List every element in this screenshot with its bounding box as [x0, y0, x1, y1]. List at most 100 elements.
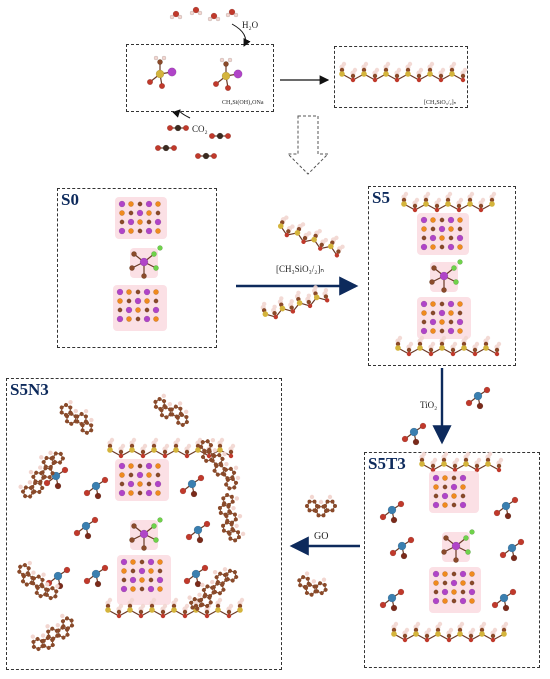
carbon-atom [330, 499, 335, 504]
hydrogen-atom [140, 603, 146, 609]
carbon-atom [428, 347, 434, 353]
hydrogen-atom [498, 457, 504, 463]
calcium-ion [469, 529, 475, 535]
phosphorus-atom [448, 226, 454, 232]
carbon-atom [225, 493, 230, 498]
carbon-atom [200, 602, 205, 607]
go-additive-2 [297, 571, 328, 597]
oxygen-site-atom [128, 472, 134, 478]
s5n3-upper-lattice-glow [115, 459, 169, 501]
hydrogen-atom [396, 67, 402, 73]
hydrogen-atom [212, 569, 218, 575]
oxygen-atom [324, 298, 330, 303]
oxygen-atom [428, 351, 434, 357]
carbon-atom [221, 523, 226, 528]
carbon-atom [221, 587, 226, 592]
carbon-atom [75, 414, 80, 419]
additive-chain-2 [260, 285, 330, 320]
frame-silanolate-reaction [126, 44, 274, 112]
oxygen-site-atom [137, 201, 143, 207]
panel-label-s5: S5 [372, 188, 390, 207]
carbon-atom [208, 600, 213, 605]
water-hydrogen-atom [177, 14, 183, 20]
oxygen-site-atom [137, 463, 143, 469]
oxygen-atom [402, 637, 408, 643]
ca-site-atom [147, 558, 155, 566]
carbon-atom [210, 458, 215, 463]
oxygen-atom [116, 613, 122, 619]
oxygen-atom [160, 613, 166, 619]
oxygen-atom [158, 82, 165, 89]
hydrogen-atom [492, 627, 498, 633]
ti-left-1 [387, 505, 397, 515]
carbon-atom [406, 347, 412, 353]
ca-site-atom [127, 480, 135, 488]
carbon-atom [361, 67, 367, 73]
hydrogen-atom [240, 531, 246, 537]
carbon-atom [394, 73, 400, 79]
oxygen-site-atom [146, 481, 152, 487]
hydrogen-atom [296, 290, 301, 296]
carbon-atom [485, 457, 491, 463]
go-sheet-2 [59, 400, 94, 435]
oxygen-atom [101, 476, 109, 484]
carbon-atom [402, 633, 408, 639]
phosphorus-atom [430, 217, 436, 223]
silicon-atom [405, 71, 411, 77]
carbon-atom [70, 623, 75, 628]
hydrogen-atom [462, 67, 468, 73]
hydrogen-atom [27, 480, 33, 485]
oxygen-atom [397, 500, 405, 508]
hydrogen-atom [463, 335, 469, 341]
oxygen-atom [401, 435, 409, 443]
oxygen-atom [474, 467, 480, 473]
go-sheet-5 [17, 560, 60, 601]
carbon-atom [65, 632, 70, 637]
oxygen-site-atom [460, 589, 466, 595]
carbon-atom [456, 203, 462, 209]
silicon-atom [296, 300, 303, 306]
carbon-atom [227, 531, 232, 536]
carbon-atom [38, 479, 43, 484]
carbon-atom [490, 633, 496, 639]
carbon-atom [129, 443, 135, 449]
carbon-atom [175, 415, 180, 420]
hydrogen-atom [219, 57, 225, 63]
oxygen-site-atom [433, 589, 439, 595]
ca-site-atom [147, 585, 155, 593]
hydrogen-atom [465, 451, 471, 457]
silicon-atom [485, 461, 491, 467]
silicon-atom [483, 345, 489, 351]
carbon-atom [204, 609, 210, 615]
carbon-atom [79, 412, 84, 417]
phosphorus-atom [442, 475, 448, 481]
oxygen-atom [212, 80, 219, 87]
hydrogen-atom [443, 451, 449, 457]
hydrogen-atom [415, 621, 421, 627]
oxygen-atom [496, 467, 502, 473]
hydrogen-atom [448, 627, 454, 633]
silicon-atom [171, 607, 177, 613]
carbon-atom [207, 449, 212, 454]
carbon-atom [151, 443, 157, 449]
go-sheet-1 [18, 450, 65, 499]
carbon-atom [40, 577, 45, 582]
hydrogen-atom [290, 224, 295, 229]
oxygen-atom [416, 77, 422, 83]
oxygen-atom [273, 314, 278, 320]
hydrogen-atom [393, 621, 399, 627]
co2-carbon-atom [216, 132, 224, 140]
phosphorus-atom [442, 598, 448, 604]
hydrogen-atom [161, 393, 167, 399]
carbon-atom [494, 347, 500, 353]
coordinating-atom [453, 279, 459, 285]
ca-site-atom [420, 300, 428, 308]
phosphorus-atom [451, 589, 457, 595]
oxygen-atom [226, 613, 232, 619]
hydrogen-atom [60, 613, 65, 619]
oxygen-atom [43, 479, 51, 487]
silicon-atom [457, 631, 463, 637]
carbon-atom [434, 203, 440, 209]
carbon-atom [44, 592, 49, 597]
oxygen-atom [185, 533, 193, 541]
